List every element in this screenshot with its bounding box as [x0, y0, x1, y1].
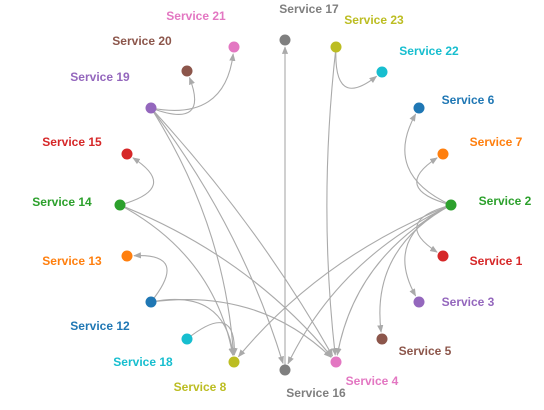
- edge-s2-to-s6: [404, 113, 452, 206]
- node-s22[interactable]: [376, 66, 388, 78]
- edge-s12-to-s13: [133, 252, 168, 303]
- node-s7[interactable]: [437, 148, 449, 160]
- edges-layer: [119, 46, 452, 370]
- node-s12[interactable]: [145, 296, 157, 308]
- label-s5: Service 5: [399, 344, 452, 358]
- label-s14: Service 14: [32, 195, 92, 209]
- node-s2[interactable]: [445, 199, 457, 211]
- node-s14[interactable]: [114, 199, 126, 211]
- node-s19[interactable]: [145, 102, 157, 114]
- node-s15[interactable]: [121, 148, 133, 160]
- label-s21: Service 21: [166, 9, 226, 23]
- edge-s14-to-s8: [119, 204, 235, 356]
- label-s8: Service 8: [174, 380, 227, 394]
- label-s15: Service 15: [42, 135, 102, 149]
- edge-s19-to-s8: [150, 107, 237, 356]
- labels-layer: Service 21 Service 17 Service 23 Service 20…: [32, 2, 531, 400]
- label-s16: Service 16: [286, 386, 346, 400]
- edge-s2-to-s4: [335, 204, 452, 356]
- label-s6: Service 6: [442, 93, 495, 107]
- label-s4: Service 4: [346, 374, 399, 388]
- edge-s23-to-s22: [335, 46, 378, 89]
- nodes-layer: [114, 34, 457, 376]
- edge-s19-to-s20: [150, 76, 196, 116]
- edge-s2-to-s16: [287, 204, 452, 365]
- node-s6[interactable]: [413, 102, 425, 114]
- label-s3: Service 3: [442, 295, 495, 309]
- node-s5[interactable]: [376, 333, 388, 345]
- node-s4[interactable]: [330, 356, 342, 368]
- label-s20: Service 20: [112, 34, 172, 48]
- label-s7: Service 7: [470, 135, 523, 149]
- label-s12: Service 12: [70, 319, 130, 333]
- node-s17[interactable]: [279, 34, 291, 46]
- node-s8[interactable]: [228, 356, 240, 368]
- node-s18[interactable]: [181, 333, 193, 345]
- edge-s12-to-s8: [150, 298, 236, 356]
- edge-s19-to-s21: [150, 53, 236, 111]
- node-s23[interactable]: [330, 41, 342, 53]
- edge-s14-to-s15: [119, 157, 154, 206]
- label-s13: Service 13: [42, 254, 102, 268]
- edge-s14-to-s4: [119, 204, 333, 358]
- edge-s2-to-s7: [416, 157, 452, 206]
- label-s17: Service 17: [279, 2, 339, 16]
- node-s13[interactable]: [121, 250, 133, 262]
- edge-s19-to-s16: [150, 107, 284, 365]
- label-s19: Service 19: [70, 70, 130, 84]
- label-s1: Service 1: [470, 254, 523, 268]
- edge-s18-to-s8: [186, 322, 238, 356]
- label-s23: Service 23: [344, 13, 404, 27]
- edge-s23-to-s4: [326, 46, 338, 356]
- edge-s12-to-s4: [150, 299, 332, 358]
- edge-s19-to-s4: [150, 107, 334, 357]
- edge-s2-to-s8: [237, 204, 452, 358]
- label-s22: Service 22: [399, 44, 459, 58]
- edge-s2-to-s1: [416, 204, 452, 253]
- node-s16[interactable]: [279, 364, 291, 376]
- node-s20[interactable]: [181, 65, 193, 77]
- node-s3[interactable]: [413, 296, 425, 308]
- label-s18: Service 18: [113, 355, 173, 369]
- node-s1[interactable]: [437, 250, 449, 262]
- node-s21[interactable]: [228, 41, 240, 53]
- label-s2: Service 2: [479, 194, 532, 208]
